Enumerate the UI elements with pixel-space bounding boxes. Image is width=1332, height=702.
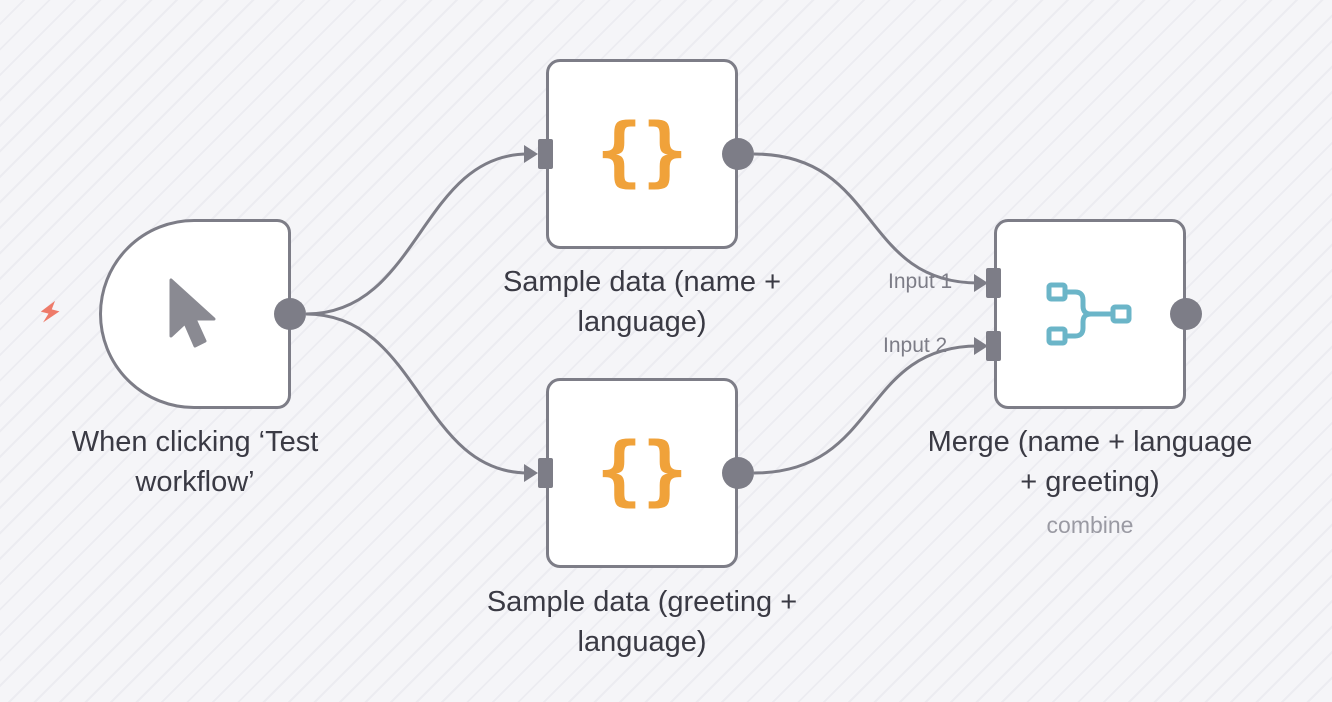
sample1-input-port[interactable] — [538, 139, 553, 169]
arrowhead-sample2 — [524, 464, 538, 482]
merge-subtitle: combine — [1046, 512, 1134, 538]
curly-braces-icon: {} — [597, 428, 687, 518]
merge-label-line2: + greeting) — [1020, 466, 1160, 498]
merge-icon — [1045, 279, 1135, 349]
sample1-label: Sample data (name + language) — [442, 262, 842, 342]
node-sample-data-name-language[interactable]: {} — [546, 59, 738, 249]
svg-text:{}: {} — [597, 109, 687, 195]
trigger-label: When clicking ‘Test workflow’ — [20, 422, 370, 502]
merge-input-label-2: Input 2 — [883, 334, 948, 357]
trigger-label-line2: workflow’ — [135, 466, 255, 498]
merge-input-port-2[interactable] — [986, 331, 1001, 361]
arrowhead-merge-input2 — [974, 337, 988, 355]
arrowhead-merge-input1 — [974, 274, 988, 292]
sample2-output-port[interactable] — [722, 457, 754, 489]
connection-sample2-to-merge[interactable] — [753, 344, 979, 475]
connection-trigger-to-sample2[interactable] — [305, 312, 529, 475]
arrowhead-sample1 — [524, 145, 538, 163]
sample1-label-line2: language) — [577, 306, 707, 338]
sample1-label-line1: Sample data (name + — [502, 266, 782, 298]
connection-sample1-to-merge[interactable] — [753, 152, 979, 285]
node-sample-data-greeting-language[interactable]: {} — [546, 378, 738, 568]
curly-braces-icon: {} — [597, 109, 687, 199]
sample2-label: Sample data (greeting + language) — [422, 582, 862, 662]
merge-label: Merge (name + language + greeting) — [880, 422, 1300, 502]
sample2-input-port[interactable] — [538, 458, 553, 488]
lightning-bolt-icon — [40, 300, 60, 323]
cursor-arrow-icon — [165, 274, 225, 354]
sample2-label-line1: Sample data (greeting + — [486, 586, 798, 618]
node-merge[interactable] — [994, 219, 1186, 409]
connection-trigger-to-sample1[interactable] — [305, 152, 529, 316]
svg-text:{}: {} — [597, 428, 687, 514]
trigger-label-line1: When clicking ‘Test — [71, 426, 319, 458]
merge-label-line1: Merge (name + language — [927, 426, 1253, 458]
node-manual-trigger[interactable] — [99, 219, 291, 409]
sample1-output-port[interactable] — [722, 138, 754, 170]
merge-input-label-1: Input 1 — [888, 270, 953, 293]
sample2-label-line2: language) — [577, 626, 707, 658]
merge-input-port-1[interactable] — [986, 268, 1001, 298]
merge-output-port[interactable] — [1170, 298, 1202, 330]
trigger-output-port[interactable] — [274, 298, 306, 330]
